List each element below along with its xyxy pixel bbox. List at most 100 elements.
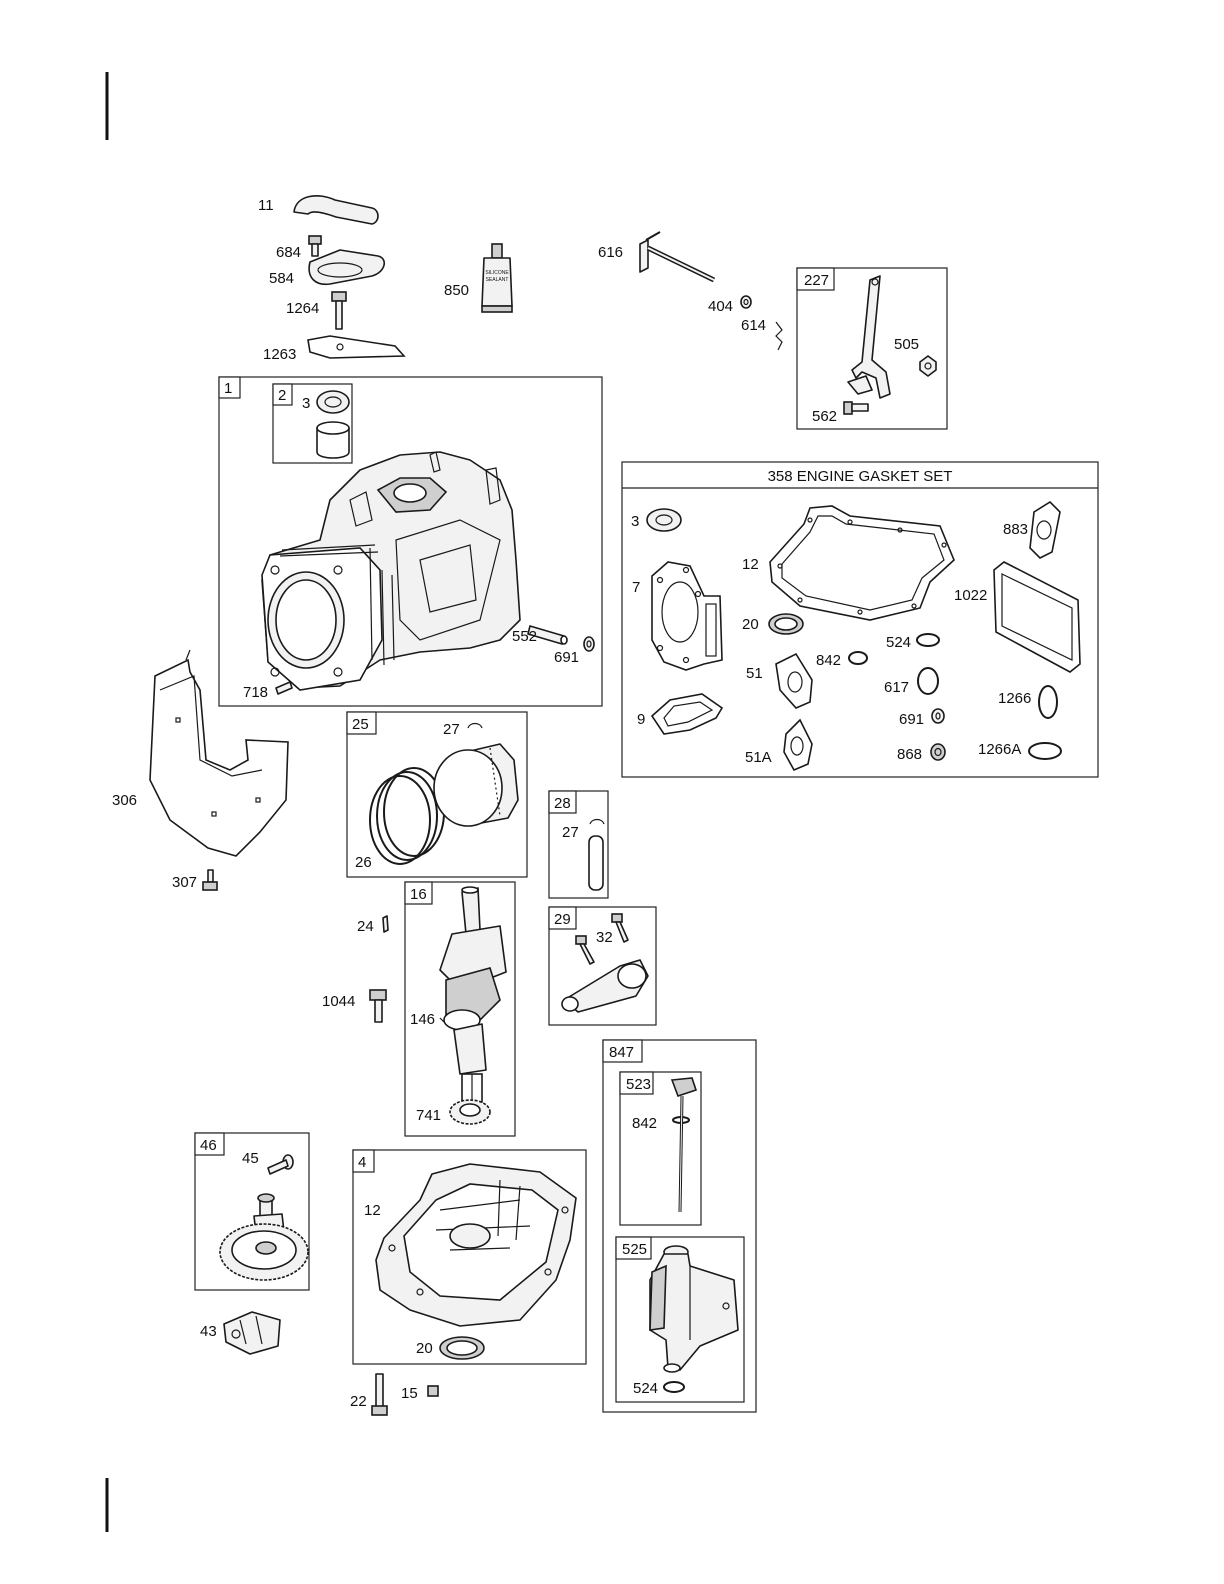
label-43: 43 — [200, 1323, 217, 1340]
box-label-16: 16 — [410, 886, 427, 903]
breather-cover-584 — [309, 250, 384, 284]
label-g20: 20 — [742, 616, 759, 633]
label-g842: 842 — [816, 652, 841, 669]
sealant-text-1: SILICONE — [485, 270, 509, 276]
breather-tube-part — [294, 196, 378, 224]
oring-842 — [849, 652, 867, 664]
gasket-set-title: 358 ENGINE GASKET SET — [768, 468, 953, 485]
label-307: 307 — [172, 874, 197, 891]
label-g1266: 1266 — [998, 690, 1031, 707]
label-146: 146 — [410, 1011, 435, 1028]
label-614: 614 — [741, 317, 766, 334]
label-26: 26 — [355, 854, 372, 871]
label-g524: 524 — [886, 634, 911, 651]
sealant-tube-850: SILICONE SEALANT — [482, 244, 512, 312]
bolt-22 — [372, 1374, 387, 1415]
crank-gear-741 — [450, 1100, 490, 1124]
label-12: 12 — [364, 1202, 381, 1219]
box-4-sump: 4 — [353, 1150, 586, 1364]
label-g691: 691 — [899, 711, 924, 728]
bolt-1264 — [332, 292, 346, 329]
label-1264: 1264 — [286, 300, 319, 317]
label-684: 684 — [276, 244, 301, 261]
label-3: 3 — [302, 395, 310, 412]
box-label-525: 525 — [622, 1241, 647, 1258]
gasket-883 — [1030, 502, 1060, 558]
label-15: 15 — [401, 1385, 418, 1402]
box-label-2: 2 — [278, 387, 286, 404]
oring-617 — [918, 668, 938, 694]
label-g3: 3 — [631, 513, 639, 530]
gasket-51 — [776, 654, 812, 708]
seal-868 — [931, 744, 945, 760]
label-505: 505 — [894, 336, 919, 353]
label-g617: 617 — [884, 679, 909, 696]
label-g12: 12 — [742, 556, 759, 573]
oring-1266 — [1039, 686, 1057, 718]
label-562: 562 — [812, 408, 837, 425]
gasket-set-box: 358 ENGINE GASKET SET — [622, 462, 1098, 777]
oring-1266a — [1029, 743, 1061, 759]
label-g883: 883 — [1003, 521, 1028, 538]
pin-718 — [276, 682, 292, 694]
label-g51a: 51A — [745, 749, 772, 766]
pin-614 — [776, 322, 782, 350]
label-1263: 1263 — [263, 346, 296, 363]
label-691: 691 — [554, 649, 579, 666]
box-227: 227 — [797, 268, 947, 429]
washer-691-gasket — [932, 709, 944, 723]
washer-691 — [584, 637, 594, 651]
label-741: 741 — [416, 1107, 441, 1124]
label-24: 24 — [357, 918, 374, 935]
box-16-crankshaft: 16 — [405, 882, 515, 1136]
box-label-227: 227 — [804, 272, 829, 289]
box-label-4: 4 — [358, 1154, 366, 1171]
key-24 — [383, 916, 388, 932]
box-28-pin: 28 — [549, 791, 608, 898]
label-20: 20 — [416, 1340, 433, 1357]
screw-684 — [309, 236, 321, 256]
label-27b: 27 — [562, 824, 579, 841]
label-404: 404 — [708, 298, 733, 315]
box-label-847: 847 — [609, 1044, 634, 1061]
gasket-51a — [784, 720, 812, 770]
label-552: 552 — [512, 628, 537, 645]
box-2-bearing: 2 — [273, 384, 352, 463]
gasket-1263 — [308, 336, 404, 358]
box-29-rod: 29 — [549, 907, 656, 1025]
box-1-cylinder: 1 2 3 — [219, 377, 602, 706]
label-g9: 9 — [637, 711, 645, 728]
label-g868: 868 — [897, 746, 922, 763]
label-584: 584 — [269, 270, 294, 287]
gasket-9 — [652, 694, 722, 734]
label-g1266a: 1266A — [978, 741, 1021, 758]
oring-524 — [917, 634, 939, 646]
governor-43 — [224, 1312, 280, 1354]
label-g1022: 1022 — [954, 587, 987, 604]
label-22: 22 — [350, 1393, 367, 1410]
crankcase-gasket-12 — [770, 506, 954, 620]
rod-bolt-1 — [612, 914, 628, 942]
plug-15 — [428, 1386, 438, 1396]
label-32: 32 — [596, 929, 613, 946]
label-1044: 1044 — [322, 993, 355, 1010]
seal-20 — [440, 1337, 484, 1359]
gasket-seal-3 — [647, 509, 681, 531]
label-842: 842 — [632, 1115, 657, 1132]
box-label-29: 29 — [554, 911, 571, 928]
box-label-25: 25 — [352, 716, 369, 733]
valve-cover-gasket-1022 — [994, 562, 1080, 672]
box-523-dipstick: 523 — [620, 1072, 701, 1225]
sealant-text-2: SEALANT — [486, 277, 509, 283]
box-525-tube: 525 — [616, 1237, 744, 1402]
label-616: 616 — [598, 244, 623, 261]
washer-404 — [741, 296, 751, 308]
label-524: 524 — [633, 1380, 658, 1397]
box-label-46: 46 — [200, 1137, 217, 1154]
label-45: 45 — [242, 1150, 259, 1167]
rod-bolt-2 — [576, 936, 594, 964]
bolt-1044 — [370, 990, 386, 1022]
box-847-dipstick: 847 523 525 — [603, 1040, 756, 1412]
screw-562 — [844, 402, 868, 414]
